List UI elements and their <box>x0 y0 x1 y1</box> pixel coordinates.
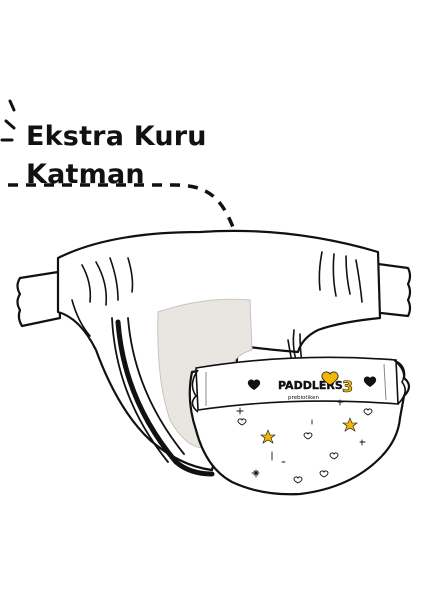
heart-icon <box>321 371 339 386</box>
right-tab <box>370 262 412 318</box>
waistband-hearts <box>247 376 377 390</box>
size-number: 3 <box>342 377 353 396</box>
brand-logo: PADDLERS prebiotiken 3 <box>274 371 353 401</box>
heart-icon <box>329 452 339 460</box>
wrinkle-lines <box>71 251 363 337</box>
heart-icon <box>303 432 313 440</box>
heart-icon <box>363 408 373 416</box>
heart-icon <box>247 379 261 390</box>
left-tab <box>16 270 62 328</box>
star-icon <box>260 429 276 444</box>
sparkle-pattern <box>236 399 366 478</box>
heart-pattern <box>237 408 373 484</box>
front-panel <box>188 356 411 496</box>
heart-icon <box>293 476 303 484</box>
callout-label: Ekstra Kuru Katman <box>26 118 207 194</box>
leg-cuff-lines <box>111 317 215 477</box>
star-pattern <box>260 417 358 444</box>
heart-icon <box>237 418 247 426</box>
brand-sub: prebiotiken <box>288 395 319 401</box>
callout-line-2: Katman <box>26 159 145 190</box>
callout-line-1: Ekstra Kuru <box>26 121 207 152</box>
spark-lines-icon <box>0 99 16 142</box>
heart-icon <box>363 376 377 387</box>
star-icon <box>342 417 358 432</box>
heart-icon <box>319 470 329 478</box>
